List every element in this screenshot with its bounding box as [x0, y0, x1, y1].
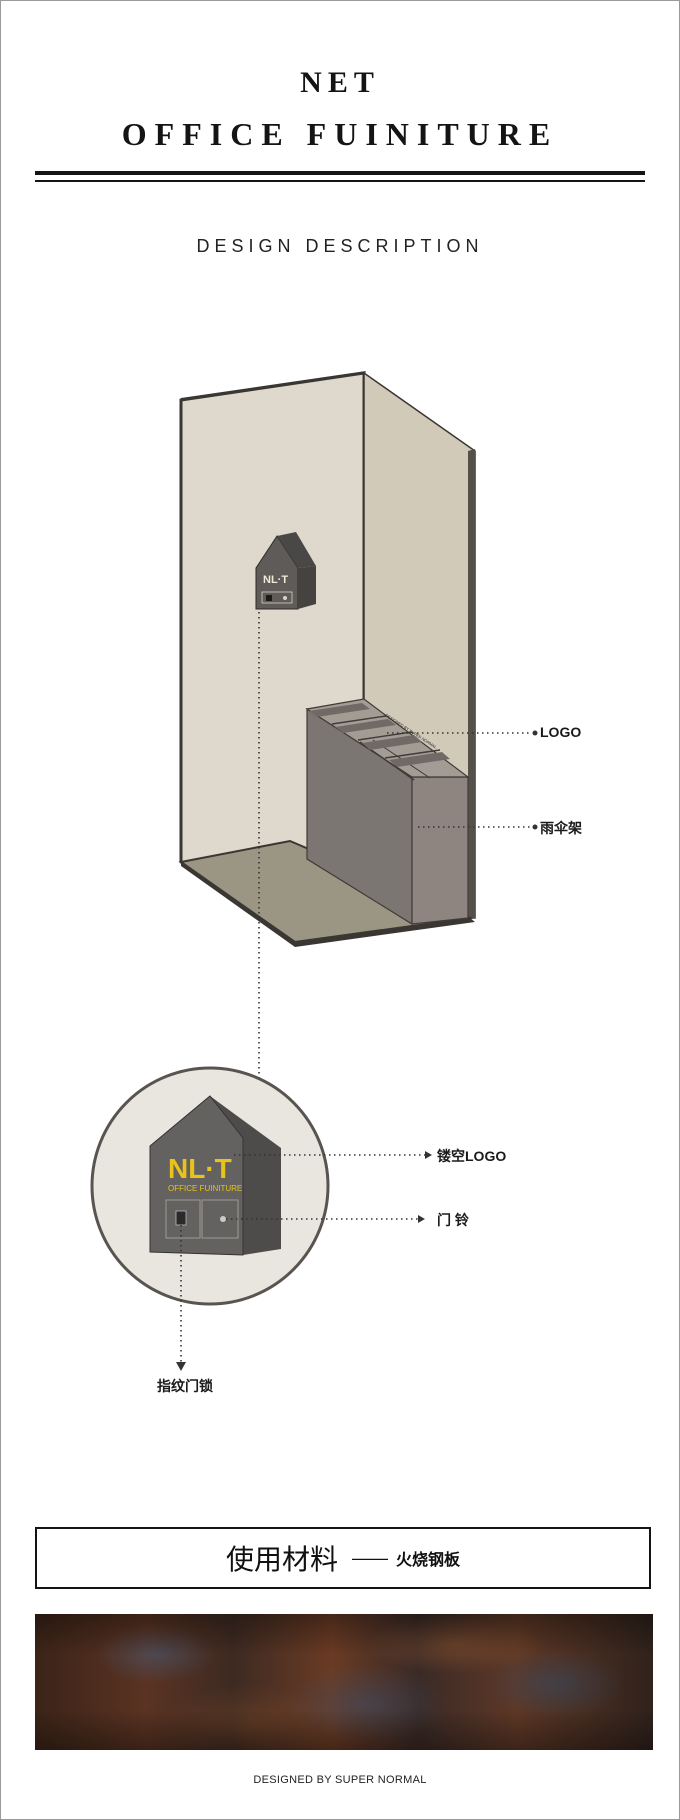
callout-fingerprint-lock: 指纹门锁: [157, 1378, 213, 1394]
zoom-panel-left: [165, 1199, 201, 1239]
booth-floor-edge: [181, 862, 475, 947]
umbrella-rack: [305, 698, 470, 926]
zoom-sign-side: [210, 1096, 281, 1255]
zoom-panel-right: [201, 1199, 239, 1239]
materials-title: 使用材料: [225, 1544, 338, 1575]
footer-credit: DESIGNED BY SUPER NORMAL: [253, 1774, 427, 1786]
header-rule-thick: [35, 171, 645, 175]
zoom-logo-sub: OFFICE FUINITURE: [168, 1184, 242, 1193]
section-subtitle: DESIGN DESCRIPTION: [196, 236, 484, 256]
fingerprint-lock-icon: [175, 1210, 187, 1226]
svg-text:NL·T: NL·T: [263, 574, 288, 586]
brand-title-line1: NET: [300, 66, 380, 99]
zoom-sign-front: [149, 1095, 244, 1256]
doorbell-icon: [220, 1216, 226, 1222]
zoom-logo-text: NL·T: [168, 1153, 232, 1184]
materials-dash: ——: [352, 1547, 388, 1568]
fire-burnt-steel-swatch: [35, 1614, 653, 1750]
callout-logo: LOGO: [540, 724, 582, 740]
booth-top-edge: [181, 371, 366, 400]
materials-box: 使用材料 —— 火烧钢板: [35, 1527, 651, 1589]
callout-umbrella-rack: 雨伞架: [540, 820, 582, 836]
zoom-detail: NL·T OFFICE FUINITURE: [90, 1066, 330, 1306]
umbrella-rack-side: [411, 776, 469, 925]
booth-side-edge: [468, 449, 475, 920]
wall-sign-small: NL·T: [255, 532, 316, 610]
wall-sign-side: [277, 532, 316, 568]
booth-cabinet: DESIGNED BY SUPER NORMAL NL·T: [178, 371, 476, 947]
callout-doorbell: 门 铃: [437, 1212, 469, 1228]
brand-title-line2: OFFICE FUINITURE: [121, 116, 559, 152]
materials-value: 火烧钢板: [396, 1552, 461, 1569]
header-rule-thin: [35, 180, 645, 182]
callout-hollow-logo: 镂空LOGO: [437, 1148, 507, 1164]
